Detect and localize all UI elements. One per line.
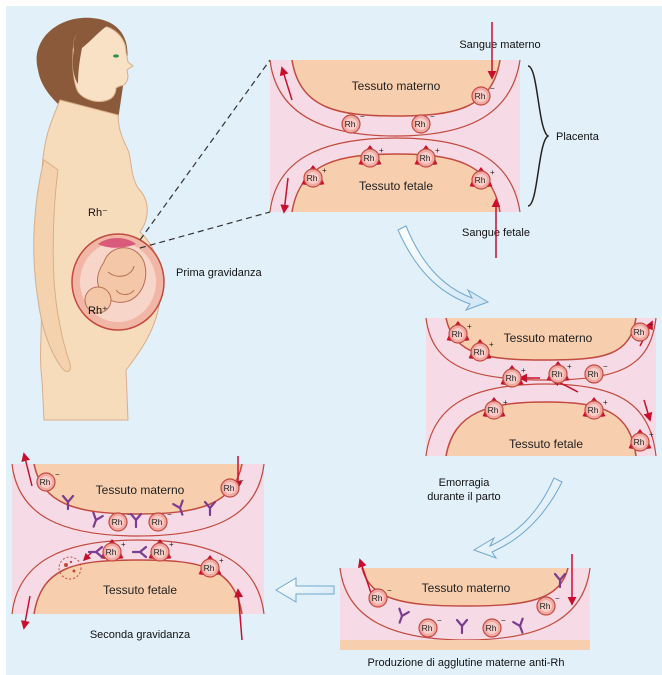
rh-cell-sign: + [567, 362, 572, 371]
rh-cell-label: Rh [452, 329, 463, 339]
hemorrhage-caption-line1: Emorragia [439, 477, 491, 489]
rh-cell-label: Rh [475, 175, 486, 185]
rh-cell-label: Rh [415, 119, 426, 129]
rh-cell-sign: + [379, 146, 384, 155]
rh-cell-sign: − [430, 112, 435, 121]
rh-cell-label: Rh [488, 405, 499, 415]
rh-cell-label: Rh [204, 563, 215, 573]
rh-cell-sign: + [649, 430, 654, 439]
second-pregnancy-caption: Seconda gravidanza [90, 629, 191, 641]
rh-cell-label: Rh [152, 517, 163, 527]
rh-cell-sign: − [387, 586, 392, 595]
rh-cell-sign: − [360, 112, 365, 121]
rh-cell-sign: − [239, 476, 244, 485]
mother-rh-label: Rh⁻ [88, 207, 108, 219]
rh-cell-sign: − [555, 594, 560, 603]
rh-cell-label: Rh [420, 153, 431, 163]
maternal-blood-label: Sangue materno [459, 39, 540, 51]
rh-cell-label: Rh [540, 601, 551, 611]
rh-cell-sign: + [219, 556, 224, 565]
rh-cell-sign: − [501, 616, 506, 625]
panel-left-maternal-tissue: Tessuto materno [96, 483, 185, 497]
rh-cell-label: Rh [112, 517, 123, 527]
rh-cell-sign: + [322, 166, 327, 175]
rh-cell-sign: + [521, 366, 526, 375]
rh-cell-label: Rh [40, 477, 51, 487]
rh-cell-sign: + [489, 340, 494, 349]
rh-cell-sign: − [437, 616, 442, 625]
rh-cell-sign: − [167, 510, 172, 519]
panel-right-fetal-tissue: Tessuto fetale [509, 437, 583, 451]
rh-cell-sign: − [649, 320, 654, 329]
rh-cell-label: Rh [372, 593, 383, 603]
panel-top-fetal-tissue: Tessuto fetale [359, 179, 433, 193]
rh-cell-label: Rh [506, 373, 517, 383]
rh-cell-label: Rh [588, 369, 599, 379]
hemorrhage-caption-line2: durante il parto [427, 491, 500, 503]
rh-cell-label: Rh [106, 547, 117, 557]
first-pregnancy-label: Prima gravidanza [176, 267, 262, 279]
rh-cell-label: Rh [634, 437, 645, 447]
rh-cell-label: Rh [475, 91, 486, 101]
rh-cell-label: Rh [154, 547, 165, 557]
antibody-production-caption: Produzione di agglutine materne anti-Rh [368, 657, 565, 669]
rh-cell-sign: + [467, 322, 472, 331]
rh-cell-sign: − [55, 470, 60, 479]
panel-right-maternal-tissue: Tessuto materno [504, 331, 593, 345]
rh-cell-sign: + [503, 398, 508, 407]
rh-cell-label: Rh [224, 483, 235, 493]
rh-cell-sign: + [121, 540, 126, 549]
rh-cell-sign: − [603, 362, 608, 371]
rh-cell-label: Rh [474, 347, 485, 357]
rh-cell-label: Rh [588, 405, 599, 415]
rh-cell-sign: + [435, 146, 440, 155]
panel-top-maternal-tissue: Tessuto materno [352, 79, 441, 93]
rh-cell-label: Rh [307, 173, 318, 183]
rh-cell-sign: + [490, 168, 495, 177]
rh-cell-sign: − [490, 84, 495, 93]
rh-cell-label: Rh [486, 623, 497, 633]
rh-cell-label: Rh [364, 153, 375, 163]
fetus-rh-label: Rh⁺ [88, 305, 108, 317]
rh-cell-sign: + [169, 540, 174, 549]
rh-cell-sign: + [603, 398, 608, 407]
rh-cell-label: Rh [552, 369, 563, 379]
panel-left-fetal-tissue: Tessuto fetale [103, 583, 177, 597]
placenta-label: Placenta [556, 131, 600, 143]
panel-bottom-right-maternal-tissue: Tessuto materno [422, 581, 511, 595]
rh-cell-label: Rh [422, 623, 433, 633]
rh-cell-label: Rh [634, 327, 645, 337]
rh-cell-label: Rh [345, 119, 356, 129]
